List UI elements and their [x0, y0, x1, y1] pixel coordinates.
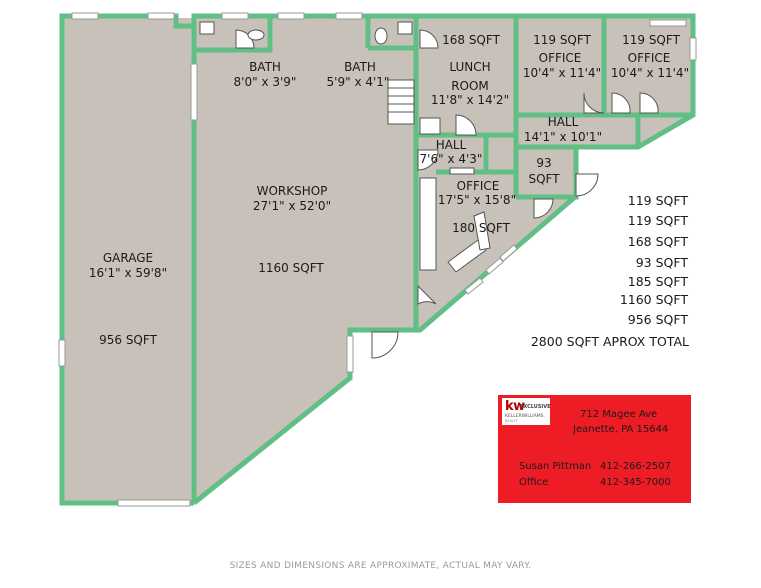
agent-name: Susan Pittman	[519, 461, 592, 472]
hall2-floor	[416, 135, 516, 172]
small-room-sqft-num: 93	[536, 156, 551, 170]
door-office2-b	[639, 92, 659, 114]
keller-williams-logo: kw EXCLUSIVE KELLERWILLIAMS. REALTY	[502, 398, 551, 425]
garage-dims: 16'1" x 59'8"	[89, 266, 167, 280]
hall1-floor	[516, 115, 690, 197]
bath-wall	[194, 18, 273, 53]
hall2-fixture	[449, 167, 475, 175]
door-hall-small	[575, 173, 599, 197]
agent-phone[interactable]: 412-266-2507	[600, 461, 671, 472]
small-room-sqft-unit: SQFT	[528, 172, 560, 186]
office-label: Office	[519, 477, 549, 488]
sink-bath1	[199, 21, 215, 35]
stairs	[387, 79, 415, 125]
toilet-bath2	[374, 27, 388, 45]
door-office3	[417, 284, 437, 305]
office3-dims: 17'5" x 15'8"	[438, 193, 516, 207]
lunch-name2: ROOM	[451, 79, 489, 93]
door-bath2	[419, 29, 439, 49]
sqft-list-item: 956 SQFT	[628, 312, 689, 327]
windows	[58, 12, 697, 507]
office1-floor	[516, 18, 604, 115]
office3-name: OFFICE	[457, 179, 500, 193]
bath2-dims: 5'9" x 4'1"	[327, 75, 390, 89]
office2-dims: 10'4" x 11'4"	[611, 66, 689, 80]
hall1-name: HALL	[548, 115, 579, 129]
disclaimer-footer: SIZES AND DIMENSIONS ARE APPROXIMATE, AC…	[229, 561, 532, 571]
window-diagonal-2	[485, 257, 504, 275]
stairs-outline	[387, 79, 415, 125]
window-garage-top-1	[71, 12, 99, 20]
lunch-name: LUNCH	[449, 60, 490, 74]
window-garage-west	[58, 339, 66, 367]
lunch-floor	[416, 18, 516, 135]
logo-kw-text: kw	[505, 399, 525, 414]
office3-counter-left	[419, 177, 437, 271]
office2-name: OFFICE	[628, 51, 671, 65]
bath2-name: BATH	[344, 60, 376, 74]
hall2-name: HALL	[436, 138, 467, 152]
window-workshop-top-2	[277, 12, 305, 20]
door-workshop-south	[371, 331, 399, 359]
workshop-sqft: 1160 SQFT	[258, 261, 324, 275]
address-line1: 712 Magee Ave	[580, 409, 658, 420]
bath1-dims: 8'0" x 3'9"	[234, 75, 297, 89]
lunch-dims: 11'8" x 14'2"	[431, 93, 509, 107]
office1-name: OFFICE	[539, 51, 582, 65]
office1-dims: 10'4" x 11'4"	[523, 66, 601, 80]
sqft-list-item: 168 SQFT	[628, 234, 689, 249]
garage-name: GARAGE	[103, 251, 153, 265]
window-workshop-top-3	[335, 12, 363, 20]
logo-sub-text: REALTY	[505, 419, 518, 423]
office3-desk-b	[473, 211, 491, 251]
bath1-name: BATH	[249, 60, 281, 74]
workshop-dims: 27'1" x 52'0"	[253, 199, 331, 213]
floor-areas	[62, 18, 693, 503]
window-garage-top-2	[147, 12, 175, 20]
workshop-name: WORKSHOP	[257, 184, 328, 198]
office3-desk	[447, 239, 487, 273]
door-hall2	[417, 149, 439, 171]
door-lunch	[455, 114, 477, 136]
logo-exclusive-text: EXCLUSIVE	[520, 404, 551, 410]
hall2-dims: 7'6" x 4'3"	[420, 152, 483, 166]
fixtures	[199, 21, 491, 273]
toilet-bath1	[247, 29, 265, 41]
door-office1	[583, 92, 605, 114]
office1-sqft: 119 SQFT	[533, 33, 591, 47]
lunch-sqft: 168 SQFT	[442, 33, 500, 47]
window-office2-east	[689, 37, 697, 61]
lunch-counter	[419, 117, 441, 135]
window-diagonal-1	[464, 277, 484, 295]
door-small-south	[533, 198, 554, 219]
sqft-list-item: 119 SQFT	[628, 193, 689, 208]
garage-floor	[62, 18, 194, 503]
sqft-list-item: 93 SQFT	[636, 255, 689, 270]
window-office2-top	[649, 19, 687, 27]
office-phone[interactable]: 412-345-7000	[600, 477, 671, 488]
sqft-total: 2800 SQFT APROX TOTAL	[531, 334, 689, 349]
door-office2-a	[611, 92, 631, 114]
address-line2: Jeanette, PA 15644	[573, 424, 669, 435]
sqft-list-item: 119 SQFT	[628, 213, 689, 228]
sqft-summary: 119 SQFT 119 SQFT 168 SQFT 93 SQFT 185 S…	[531, 193, 689, 349]
sink-bath2	[397, 21, 413, 35]
hall1-dims: 14'1" x 10'1"	[524, 130, 602, 144]
office2-sqft: 119 SQFT	[622, 33, 680, 47]
garage-sqft: 956 SQFT	[99, 333, 157, 347]
office2-floor	[604, 18, 693, 115]
office3-sqft: 180 SQFT	[452, 221, 510, 235]
window-diagonal-3	[499, 244, 518, 262]
room-labels: GARAGE 16'1" x 59'8" 956 SQFT WORKSHOP 2…	[89, 33, 689, 347]
window-workshop-top-1	[221, 12, 249, 20]
window-garage-south	[117, 499, 191, 507]
workshop-floor	[194, 50, 416, 503]
window-workshop-south	[346, 335, 354, 373]
sqft-list-item: 1160 SQFT	[620, 292, 689, 307]
sqft-list-item: 185 SQFT	[628, 274, 689, 289]
doors	[235, 29, 659, 359]
window-workshop-west	[190, 63, 198, 121]
logo-brand-text: KELLERWILLIAMS.	[505, 414, 545, 419]
